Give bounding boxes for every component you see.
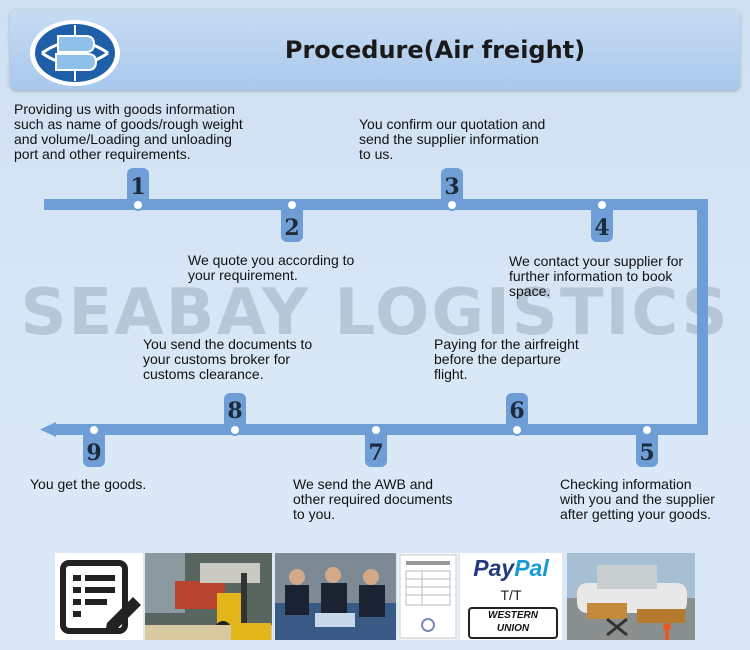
step-5-text: Checking information with you and the su… [560,476,715,522]
step-5-tab [636,431,658,467]
step-5-number: 5 [639,440,655,466]
step-4-dot [596,199,608,211]
page-title: Procedure(Air freight) [284,36,586,64]
step-1-tab [127,168,149,204]
step-7-text: We send the AWB and other required docum… [293,476,453,522]
flow-track-top [44,199,706,210]
step-9-dot [88,424,100,436]
step-6-number: 6 [509,398,525,424]
step-6-tab [506,393,528,429]
step-1-dot [132,199,144,211]
step-2-number: 2 [284,215,300,241]
step-8-text: You send the documents to your customs b… [143,336,313,382]
paypal-pay-text: Pay [473,555,515,581]
step-9-number: 9 [86,440,102,466]
tt-text: T/T [500,587,522,603]
step-1-text: Providing us with goods information such… [14,101,243,162]
invoice-document-photo [398,553,458,640]
forklift-photo [145,553,272,640]
step-5-dot [641,424,653,436]
step-4-tab [591,206,613,242]
step-2-dot [286,199,298,211]
airport-cargo-loading-photo [567,553,695,640]
paypal-pal-text: Pal [514,555,549,581]
step-8-tab [224,393,246,429]
step-2-text: We quote you according to your requireme… [188,252,355,283]
step-6-text: Paying for the airfreight before the dep… [434,336,579,382]
step-9-text: You get the goods. [30,476,147,492]
step-9-tab [83,431,105,467]
step-3-dot [446,199,458,211]
seabay-logo-icon [30,20,120,86]
union-text: UNION [496,623,530,634]
step-1-number: 1 [130,174,146,200]
customs-officers-photo [275,553,396,640]
step-3-text: You confirm our quotation and send the s… [359,116,546,162]
watermark-text: SEABAY LOGISTICS [20,276,730,350]
step-6-dot [511,424,523,436]
flow-arrow-head [40,422,56,437]
step-3-tab [441,168,463,204]
step-8-number: 8 [227,398,243,424]
step-4-number: 4 [594,215,610,241]
step-4-text: We contact your supplier for further inf… [509,253,684,299]
step-8-dot [229,424,241,436]
step-7-dot [370,424,382,436]
flow-track-right [697,199,708,435]
photo-strip: PayPal T/T WESTERN UNION [55,553,695,640]
header-banner: Procedure(Air freight) [10,10,740,90]
step-7-number: 7 [368,440,384,466]
step-3-number: 3 [444,174,460,200]
step-7-tab [365,431,387,467]
western-text: WESTERN [488,610,538,621]
step-2-tab [281,206,303,242]
western-union-logo: WESTERN UNION [468,607,558,639]
document-edit-icon [55,553,143,640]
payment-methods-panel: PayPal T/T WESTERN UNION [460,553,562,640]
